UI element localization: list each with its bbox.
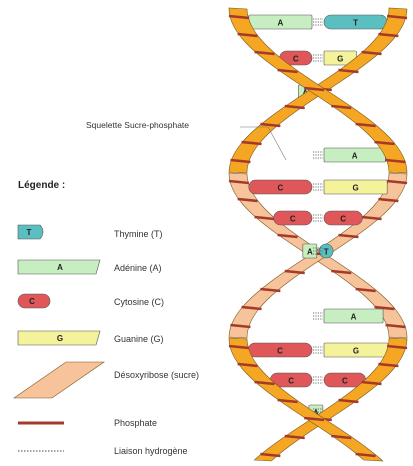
base-letter-right: A <box>352 152 358 161</box>
base-letter-right: A <box>307 248 313 257</box>
base-letter-left: C <box>290 215 296 224</box>
legend-label-cytosine: Cytosine (C) <box>114 297 164 307</box>
base-letter-right: C <box>340 215 346 224</box>
helix-front-strands <box>229 8 407 461</box>
base-letter-right: T <box>353 19 358 28</box>
legend-symbol-letter-adenine: A <box>57 263 63 272</box>
backbone-callout-label: Squelette Sucre-phosphate <box>86 120 189 130</box>
base-letter-right: G <box>353 347 359 356</box>
base-letter-left: T <box>324 248 329 257</box>
legend-title: Légende : <box>18 180 65 191</box>
base-letter-left: A <box>278 19 284 28</box>
base-letter-left: C <box>288 377 294 386</box>
legend-label-desoxyribose: Désoxyribose (sucre) <box>114 370 199 380</box>
legend-label-phosphate: Phosphate <box>114 418 157 428</box>
base-pair: A <box>313 148 385 162</box>
base-letter-left: C <box>293 55 299 64</box>
callout-leader-line <box>268 127 286 160</box>
legend-symbols: T A C G <box>14 225 104 451</box>
legend-symbol-letter-guanine: G <box>57 334 63 343</box>
legend-symbol-letter-thymine: T <box>27 228 32 237</box>
base-letter-right: G <box>337 55 343 64</box>
legend-label-thymine: Thymine (T) <box>114 229 163 239</box>
base-letter-left: C <box>277 347 283 356</box>
legend-symbol-letter-cytosine: C <box>29 297 35 306</box>
base-pair: A <box>313 309 383 323</box>
legend-label-guanine: Guanine (G) <box>114 334 164 344</box>
legend-symbol-desoxyribose <box>14 362 104 398</box>
legend-label-adenine: Adénine (A) <box>114 263 162 273</box>
base-letter-right: A <box>351 313 357 322</box>
base-letter-right: C <box>342 377 348 386</box>
base-letter-right: G <box>352 184 358 193</box>
base-letter-left: C <box>278 184 284 193</box>
legend-label-hydrogen-bond: Liaison hydrogène <box>114 446 188 456</box>
